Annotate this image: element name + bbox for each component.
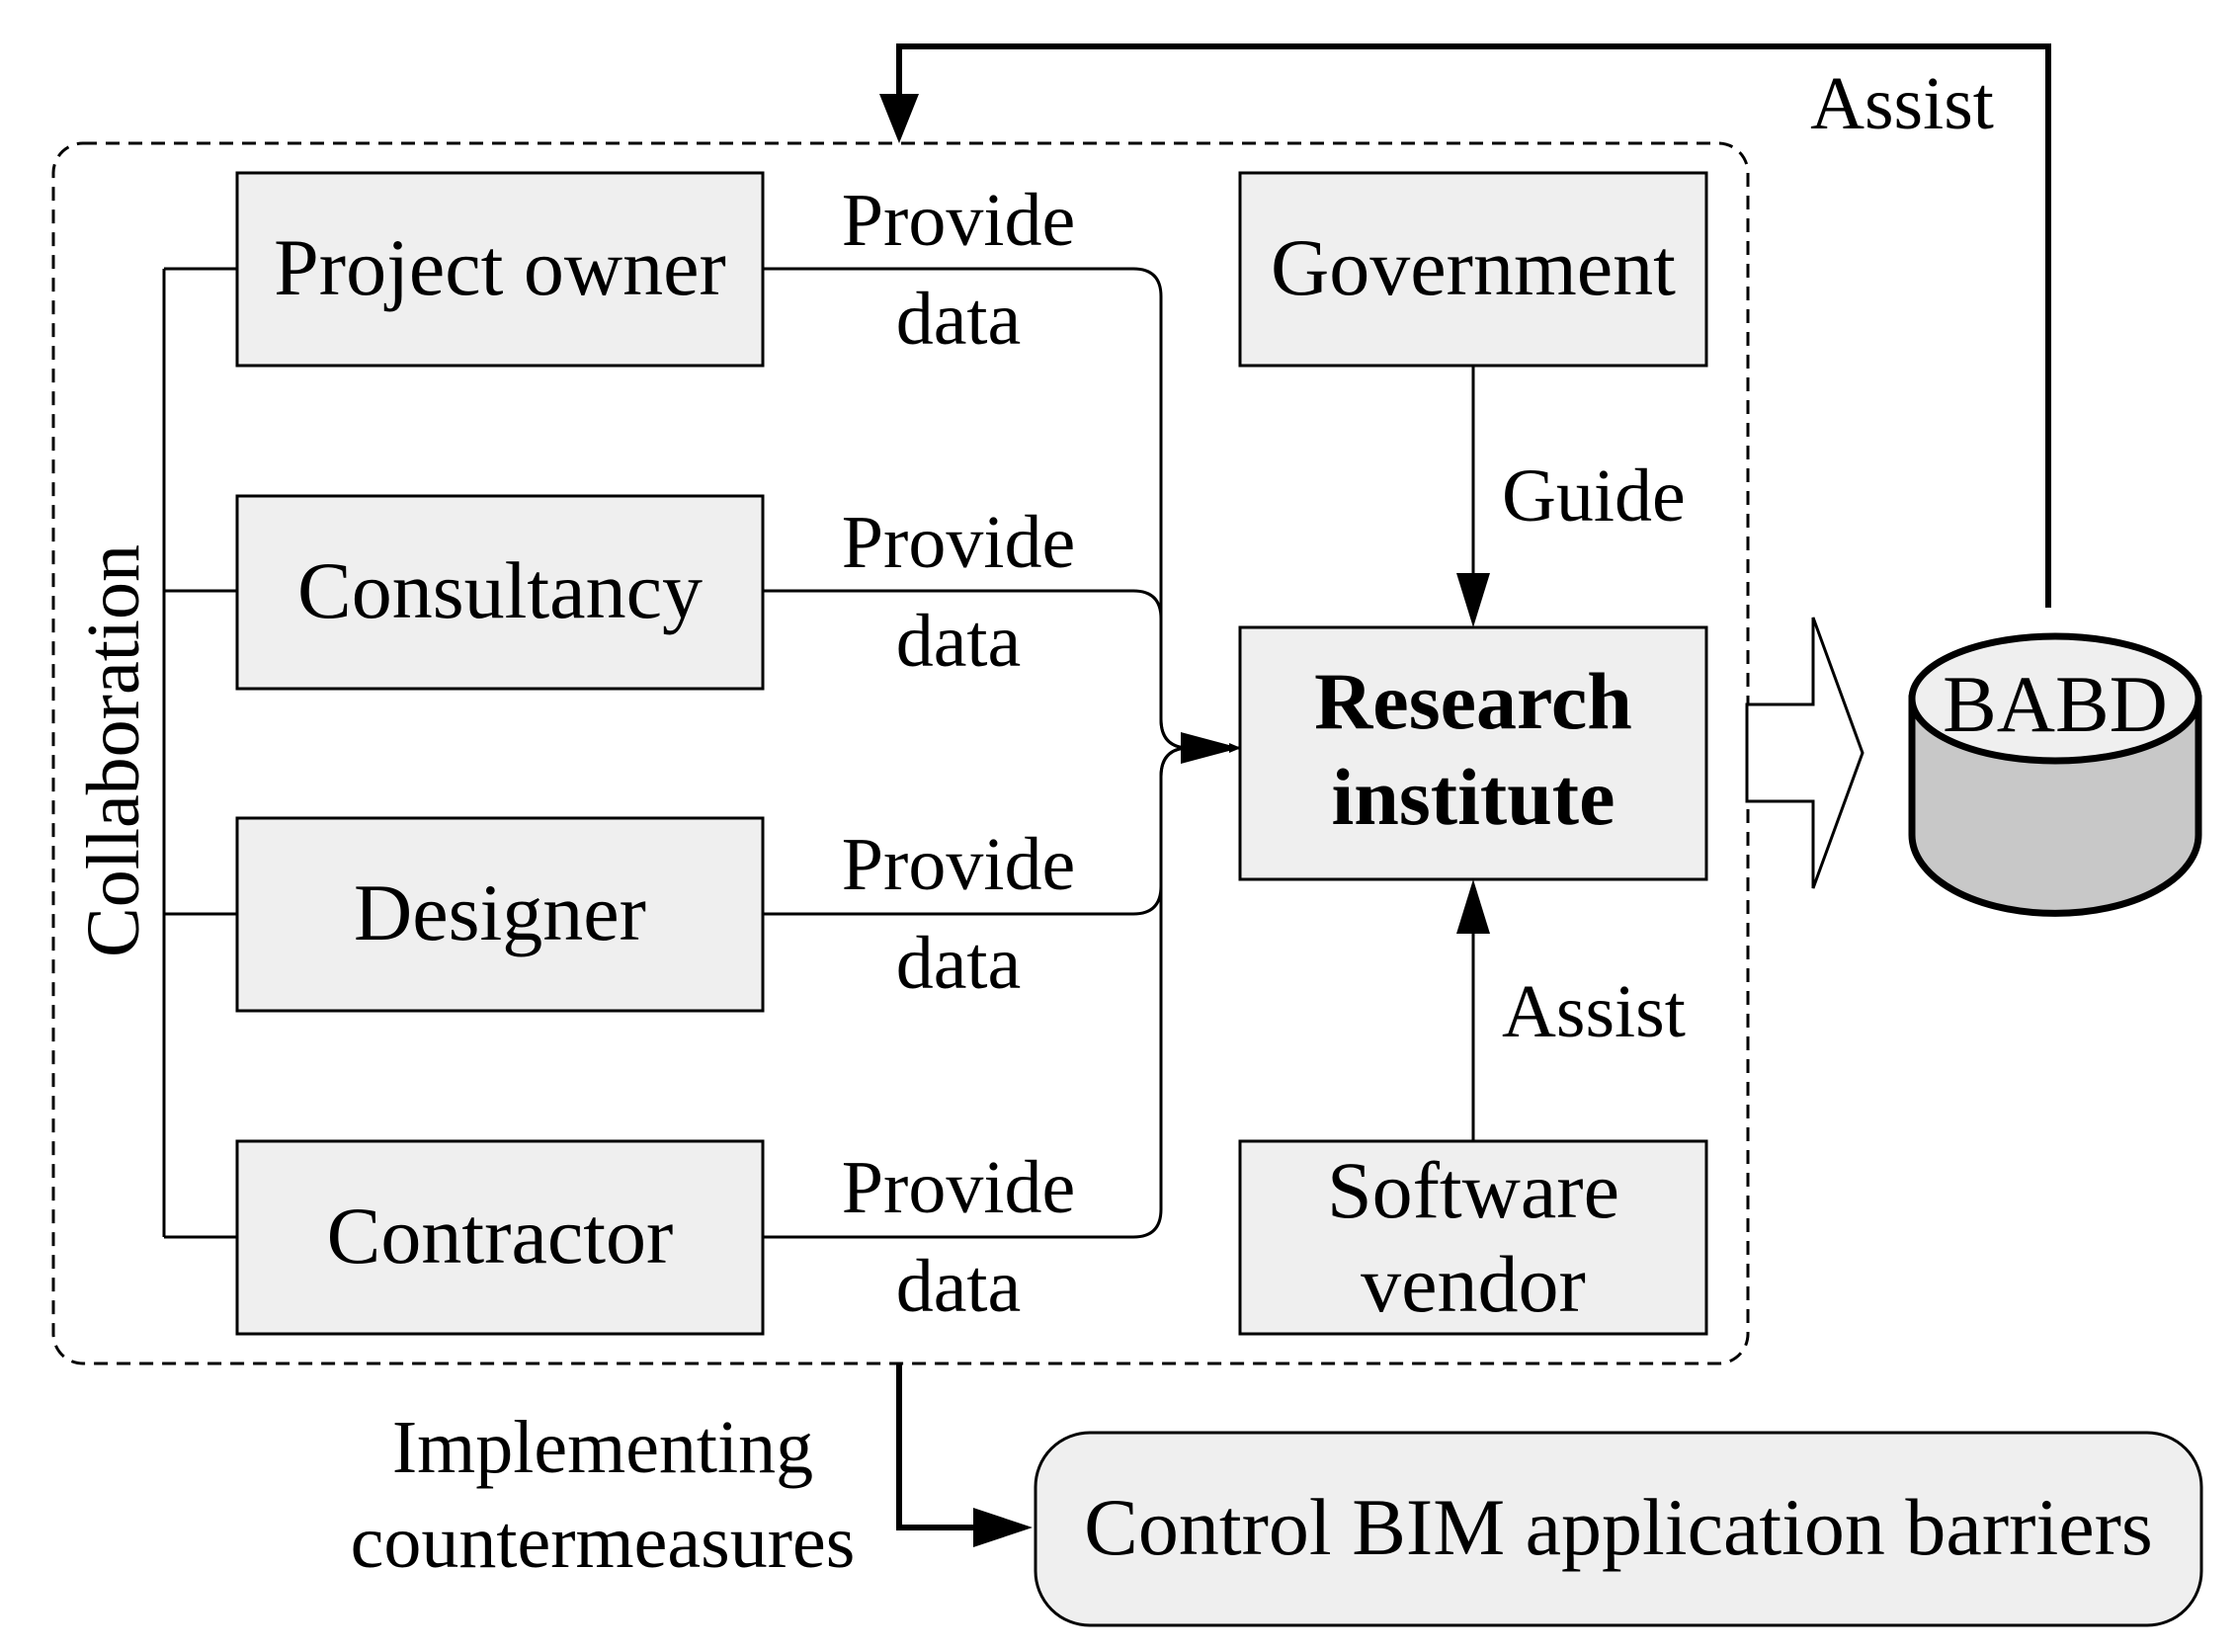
consultancy-label: Consultancy	[297, 545, 703, 635]
implementing-arrow	[896, 1363, 1033, 1547]
babd-database-icon: BABD	[1908, 632, 2202, 917]
government-box: Government	[1238, 171, 1708, 368]
assist-feedback-label: Assist	[1810, 62, 1994, 145]
control-barriers-label: Control BIM application barriers	[1084, 1482, 2153, 1572]
project-owner-label: Project owner	[274, 222, 726, 312]
software-vendor-label-line1: Software	[1327, 1145, 1619, 1235]
provide-data-label-4b: data	[896, 1245, 1022, 1328]
provide-data-label-3a: Provide	[842, 823, 1075, 906]
collaboration-label: Collaboration	[72, 544, 155, 957]
project-owner-box: Project owner	[235, 171, 765, 368]
guide-arrow	[1456, 366, 1490, 627]
research-institute-label-line1: Research	[1314, 656, 1632, 746]
provide-data-label-2b: data	[896, 600, 1022, 683]
consultancy-box: Consultancy	[235, 494, 765, 691]
provide-data-label-1a: Provide	[842, 179, 1075, 262]
assist-vendor-arrow	[1456, 879, 1490, 1141]
software-vendor-box: Software vendor	[1238, 1139, 1708, 1336]
provide-data-connectors	[763, 267, 1241, 1239]
implementing-label-line1: Implementing	[392, 1406, 813, 1489]
designer-label: Designer	[354, 867, 646, 957]
control-barriers-box: Control BIM application barriers	[1034, 1431, 2203, 1627]
provide-data-label-1b: data	[896, 278, 1022, 361]
government-label: Government	[1271, 222, 1676, 312]
implementing-label-line2: countermeasures	[351, 1501, 856, 1584]
research-institute-label-line2: institute	[1332, 752, 1616, 842]
collaboration-bracket	[162, 267, 237, 1239]
babd-label: BABD	[1943, 659, 2168, 749]
hollow-arrow-to-babd	[1745, 617, 1864, 889]
provide-data-label-4a: Provide	[842, 1146, 1075, 1229]
software-vendor-label-line2: vendor	[1361, 1239, 1586, 1329]
provide-data-label-2a: Provide	[842, 501, 1075, 584]
designer-box: Designer	[235, 816, 765, 1013]
provide-data-label-3b: data	[896, 922, 1022, 1005]
assist-vendor-label: Assist	[1502, 970, 1686, 1053]
contractor-box: Contractor	[235, 1139, 765, 1336]
research-institute-box: Research institute	[1238, 625, 1708, 881]
contractor-label: Contractor	[327, 1191, 674, 1280]
guide-label: Guide	[1502, 454, 1686, 537]
assist-feedback-arrow	[879, 43, 2051, 608]
